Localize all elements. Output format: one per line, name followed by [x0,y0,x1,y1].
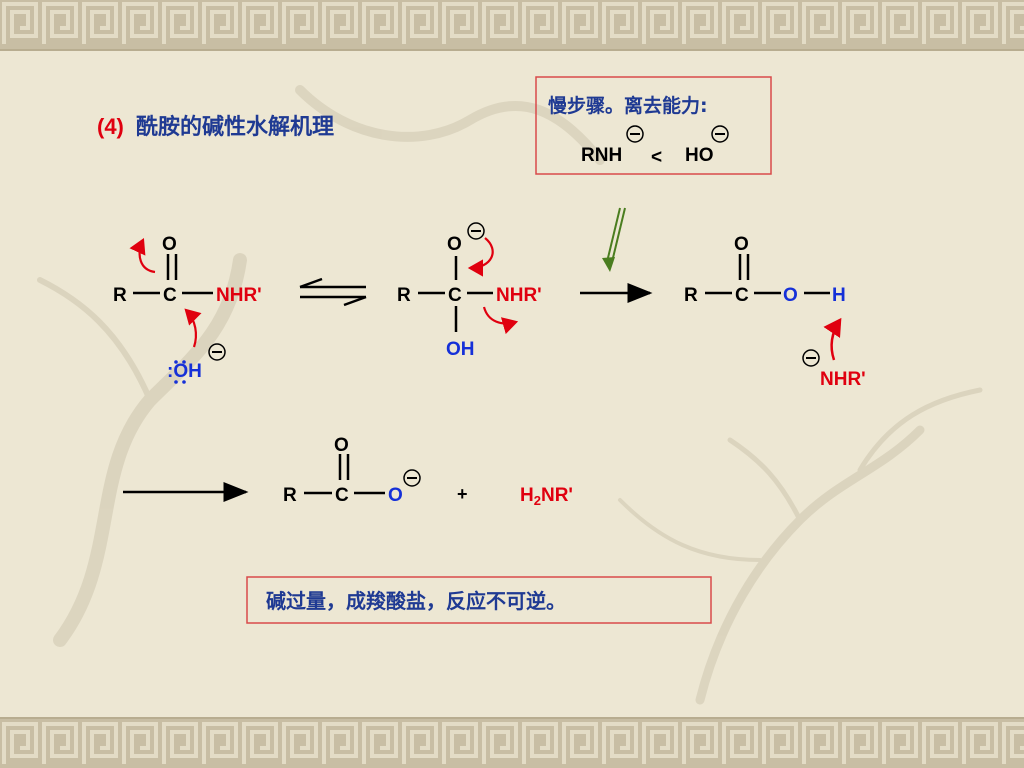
intermediate-OH: OH [446,339,475,360]
amide-pi-arrow [129,238,156,274]
hydroxide-nucleophile: :OH [167,343,226,384]
amide-structure: R C O NHR' [113,234,262,306]
carboxylate-O2: O [388,485,403,506]
intermediate-R: R [397,285,411,306]
carboxylate-C: C [335,485,349,506]
amine-product: H2NR' [520,485,573,508]
equilibrium-arrows [299,277,367,307]
hydroxide-text: :OH [167,361,202,382]
amide-R: R [113,285,127,306]
slow-step-label: 慢步骤。离去能力: [548,94,708,117]
title-number: (4) [97,114,124,139]
amide-O: O [162,234,177,255]
background-plum-painting [37,85,983,705]
slow-step-pointer-arrow [602,207,626,272]
plus-sign: + [457,484,468,504]
carboxylate-O: O [334,435,349,456]
intermediate-C: C [448,285,462,306]
slow-step-compare: < [651,147,662,168]
amide-N: NHR' [216,285,262,306]
title-text: 酰胺的碱性水解机理 [136,114,334,140]
intermediate-charge [467,222,485,240]
acid-O2: O [783,285,798,306]
slow-step-box [535,76,772,175]
acid-structure: R C O O H [684,234,846,306]
top-fret-border [0,0,1024,50]
conclusion-text: 碱过量，成羧酸盐，反应不可逆。 [266,589,566,613]
acid-R: R [684,285,698,306]
amide-anion-text: NHR' [820,369,866,390]
reform-carbonyl-arrow [467,237,494,277]
slow-step-left-charge [626,125,644,143]
intermediate-structure: R C O NHR' OH [397,234,542,360]
amine-rest: NR' [541,485,573,506]
intermediate-O: O [447,234,462,255]
attack-arrow [184,308,202,348]
amine-h: H [520,485,534,506]
acid-H: H [832,285,846,306]
slow-step-right-charge [711,125,729,143]
carboxylate-structure: R C O O [283,435,403,506]
proton-transfer-arrow [823,317,842,361]
amide-C: C [163,285,177,306]
bottom-fret-border [0,718,1024,768]
svg-text:(4) 酰胺的碱性水解机理: (4) 酰胺的碱性水解机理 [97,114,334,140]
leaving-group-arrow [482,306,519,335]
carboxylate-charge [403,469,421,487]
intermediate-N: NHR' [496,285,542,306]
slow-step-left: RNH [581,145,622,166]
amide-anion: NHR' [802,349,866,390]
slow-step-right: HO [685,145,714,166]
carboxylate-R: R [283,485,297,506]
amine-subscript: 2 [534,493,541,508]
acid-O: O [734,234,749,255]
acid-C: C [735,285,749,306]
conclusion-box [246,576,712,624]
